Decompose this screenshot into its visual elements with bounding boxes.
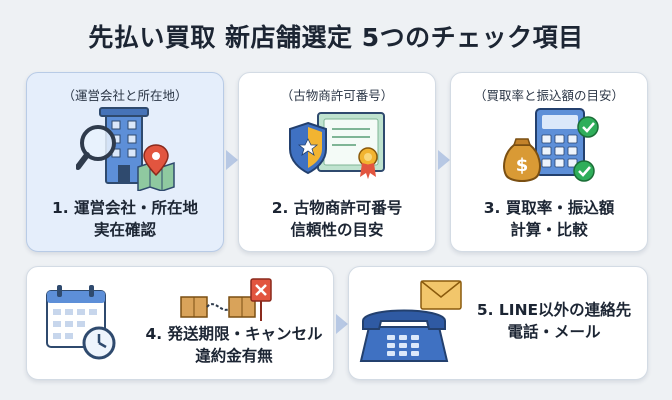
step-1-label: 1. 運営会社・所在地 実在確認 [27,197,223,241]
arrow-right-icon [334,312,350,336]
step-4-label: 4. 発送期限・キャンセル 違約金有無 [139,323,329,367]
box-cancel-icon [179,275,275,325]
calendar-clock-icon [41,281,121,365]
step-5-label: 5. LINE以外の連絡先 電話・メール [469,299,639,343]
step-2-line1: 2. 古物商許可番号 [271,199,403,217]
page-title: 先払い買取 新店舗選定 5つのチェック項目 [88,23,584,52]
arrow-right-icon [224,148,240,172]
step-1-caption: （運営会社と所在地） [62,88,188,103]
step-card-1: （運営会社と所在地） 1. 運営会社・所在地 実在確認 [26,72,224,252]
step-1-line2: 実在確認 [93,221,156,239]
building-magnifier-map-icon [76,105,176,191]
step-2-line2: 信頼性の目安 [290,221,384,239]
step-card-2: （古物商許可番号） 2. 古物商許可番号 信頼性の目安 [238,72,436,252]
step-5-line1: 5. LINE以外の連絡先 [476,301,632,319]
step-2-label: 2. 古物商許可番号 信頼性の目安 [239,197,435,241]
step-5-line2: 電話・メール [507,323,601,341]
step-3-line2: 計算・比較 [510,221,588,239]
step-4-line2: 違約金有無 [195,347,273,365]
step-3-line1: 3. 買取率・振込額 [483,199,615,217]
step-3-caption: （買取率と振込額の目安） [473,88,624,103]
step-card-4: 4. 発送期限・キャンセル 違約金有無 [26,266,334,380]
calculator-moneybag-check-icon: $ [500,105,600,191]
step-card-3: （買取率と振込額の目安） $ 3. 買取率・振込額 計算・比較 [450,72,648,252]
step-2-caption: （古物商許可番号） [280,88,394,103]
step-1-line1: 1. 運営会社・所在地 [51,199,199,217]
arrow-right-icon [436,148,452,172]
step-3-label: 3. 買取率・振込額 計算・比較 [451,197,647,241]
license-certificate-shield-icon [288,105,388,191]
step-card-5: 5. LINE以外の連絡先 電話・メール [348,266,648,380]
phone-envelope-icon [359,277,469,371]
svg-text:$: $ [516,155,529,176]
step-4-line1: 4. 発送期限・キャンセル [145,325,323,343]
